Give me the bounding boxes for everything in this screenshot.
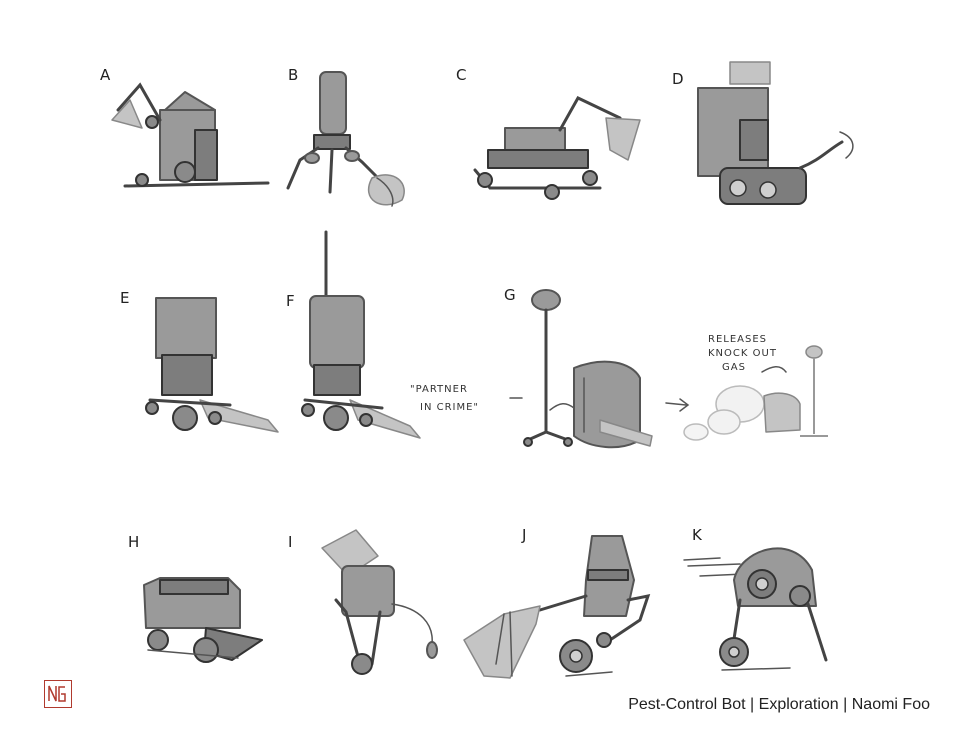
sketch-label-i: I: [288, 533, 292, 551]
sketch-label-d: D: [672, 70, 684, 88]
sketch-label-h: H: [128, 533, 139, 551]
partner-note-line1: "PARTNER: [410, 384, 468, 395]
arrow-icon: [665, 398, 690, 412]
sketch-f: F: [286, 230, 421, 439]
partner-note: "PARTNER IN CRIME": [410, 384, 523, 413]
sketch-label-k: K: [692, 526, 703, 544]
releases-note-line3: GAS: [722, 362, 746, 373]
sketch-a: A: [100, 66, 270, 188]
sheet-caption: Pest-Control Bot | Exploration | Naomi F…: [628, 696, 930, 713]
sketch-j: J: [463, 526, 651, 679]
sketch-label-j: J: [521, 526, 526, 544]
releases-note-line2: KNOCK OUT: [708, 348, 777, 359]
sketch-g-gas-release: [683, 345, 828, 441]
sketch-b: B: [286, 66, 405, 207]
sketch-c: C: [456, 66, 641, 200]
releases-note-line1: RELEASES: [708, 334, 767, 345]
sketch-d: D: [672, 61, 854, 205]
sketch-e: E: [120, 289, 279, 433]
seal-mark-icon: [48, 685, 66, 702]
sketch-label-g: G: [504, 286, 516, 304]
sketch-label-e: E: [120, 289, 129, 307]
sketch-label-c: C: [456, 66, 466, 84]
sketch-g: G: [504, 286, 653, 449]
sketch-label-a: A: [100, 66, 111, 84]
sketch-k: K: [683, 526, 828, 671]
sketch-h: H: [128, 533, 263, 663]
artist-seal-logo: [44, 680, 72, 708]
releases-gas-note: RELEASES KNOCK OUT GAS: [708, 334, 787, 373]
partner-note-line2: IN CRIME": [420, 402, 479, 413]
sketch-label-f: F: [286, 292, 295, 310]
sketch-label-b: B: [288, 66, 298, 84]
sketch-i: I: [288, 529, 438, 675]
